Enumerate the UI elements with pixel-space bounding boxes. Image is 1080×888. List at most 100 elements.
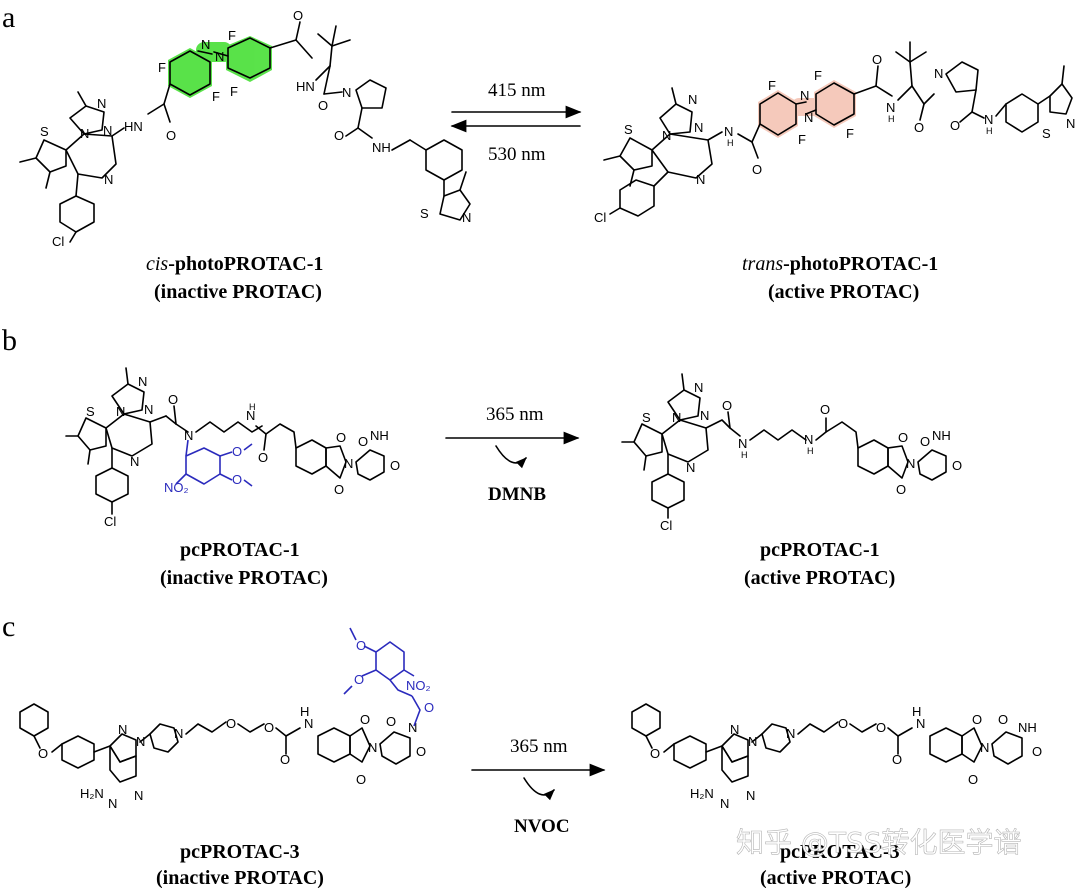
atom-Cl: Cl	[594, 210, 606, 225]
atom-N: N	[724, 124, 733, 139]
atom-O: O	[358, 434, 368, 449]
atom-O: O	[950, 118, 960, 133]
atom-O: O	[920, 434, 930, 449]
atom-F: F	[158, 60, 166, 75]
pcprotac-1-left-name: pcPROTAC-1	[180, 539, 300, 561]
atom-O: O	[232, 444, 242, 459]
atom-F: F	[230, 84, 238, 99]
atom-O: O	[354, 672, 364, 687]
atom-O: O	[896, 482, 906, 497]
atom-O: O	[168, 392, 178, 407]
atom-N: N	[104, 172, 113, 187]
atom-O: O	[336, 430, 346, 445]
panel-b-letter: b	[2, 324, 17, 357]
atom-N: N	[134, 788, 143, 803]
atom-N: N	[686, 460, 695, 475]
atom-N: N	[116, 404, 125, 419]
pcprotac-3-caged-structure: O N N H₂N N N N O O O H N O O N O N O	[19, 627, 434, 811]
atom-N: N	[215, 49, 224, 64]
atom-N: N	[144, 402, 153, 417]
atom-N: N	[696, 172, 705, 187]
atom-N: N	[368, 740, 377, 755]
watermark: 知乎 @TSS转化医学谱	[736, 826, 1022, 859]
atom-N: N	[786, 726, 795, 741]
atom-N: N	[184, 428, 193, 443]
panel-c-letter: c	[2, 610, 15, 643]
atom-O: O	[334, 128, 344, 143]
atom-O: O	[892, 752, 902, 767]
atom-H: H	[249, 402, 256, 412]
trans-photoprotac-1-structure: N N F F F F O N H O N O N H S N	[594, 41, 1075, 225]
atom-O: O	[998, 712, 1008, 727]
atom-HN: HN	[296, 79, 315, 94]
atom-N: N	[906, 456, 915, 471]
atom-O: O	[386, 714, 396, 729]
atom-NH: NH	[372, 140, 391, 155]
atom-H: H	[727, 138, 734, 148]
atom-H2N: H₂N	[80, 786, 104, 801]
atom-N: N	[804, 432, 813, 447]
trans-prefix: trans	[742, 253, 783, 275]
atom-N: N	[738, 436, 747, 451]
atom-Cl: Cl	[660, 518, 672, 533]
pcprotac-3-right-name: pcPROTAC-3	[780, 841, 900, 863]
atom-N: N	[462, 210, 471, 225]
atom-O: O	[264, 720, 274, 735]
atom-H: H	[888, 114, 895, 124]
atom-N: N	[342, 85, 351, 100]
cis-name: -photoPROTAC-1	[168, 253, 323, 275]
atom-O: O	[360, 712, 370, 727]
cleaved-group-c: NVOC	[514, 816, 570, 837]
atom-O: O	[232, 472, 242, 487]
atom-O: O	[356, 638, 366, 653]
atom-O: O	[650, 746, 660, 761]
atom-N: N	[344, 456, 353, 471]
pcprotac-1-right-state: (active PROTAC)	[744, 567, 895, 589]
pcprotac-3-left-name: pcPROTAC-3	[180, 841, 300, 863]
wavelength-c: 365 nm	[510, 736, 568, 757]
forward-wavelength-label: 415 nm	[488, 80, 546, 101]
cis-caption-state: (inactive PROTAC)	[154, 281, 322, 303]
pcprotac-1-caged-structure: N N N N S Cl O N N H O O O N O NH O	[65, 367, 400, 529]
atom-N: N	[934, 66, 943, 81]
pcprotac-3-active-structure: O N N H₂N N N N O O O H N O O N O NH O	[631, 703, 1042, 811]
atom-O: O	[898, 430, 908, 445]
atom-H: H	[912, 704, 921, 719]
atom-N: N	[700, 408, 709, 423]
atom-O: O	[280, 752, 290, 767]
atom-HN: HN	[124, 119, 143, 134]
cis-azobenzene-highlight	[168, 36, 272, 98]
atom-NH: NH	[932, 428, 951, 443]
atom-F: F	[846, 126, 854, 141]
reverse-wavelength-label: 530 nm	[488, 144, 546, 165]
atom-S: S	[86, 404, 95, 419]
atom-O: O	[838, 716, 848, 731]
atom-NH: NH	[370, 428, 389, 443]
atom-N: N	[408, 720, 417, 735]
atom-N: N	[103, 123, 112, 138]
atom-O: O	[166, 128, 176, 143]
atom-O: O	[1032, 744, 1042, 759]
atom-S: S	[624, 122, 633, 137]
pcprotac-1-right-name: pcPROTAC-1	[760, 539, 880, 561]
atom-O: O	[356, 772, 366, 787]
trans-name: -photoPROTAC-1	[783, 253, 938, 275]
atom-F: F	[228, 28, 236, 43]
atom-S: S	[420, 206, 429, 221]
trans-caption-state: (active PROTAC)	[768, 281, 919, 303]
pcprotac-1-active-structure: N N N N S Cl O N H N H O O O N O NH O	[621, 373, 962, 533]
atom-O: O	[390, 458, 400, 473]
atom-N: N	[130, 454, 139, 469]
cis-prefix: cis	[146, 253, 168, 275]
pcprotac-1-left-state: (inactive PROTAC)	[160, 567, 328, 589]
atom-N: N	[688, 92, 697, 107]
atom-S: S	[1042, 126, 1051, 141]
atom-O: O	[820, 402, 830, 417]
atom-O: O	[334, 482, 344, 497]
atom-O: O	[416, 744, 426, 759]
atom-O: O	[226, 716, 236, 731]
atom-N: N	[980, 740, 989, 755]
wavelength-b: 365 nm	[486, 404, 544, 425]
atom-H: H	[300, 704, 309, 719]
